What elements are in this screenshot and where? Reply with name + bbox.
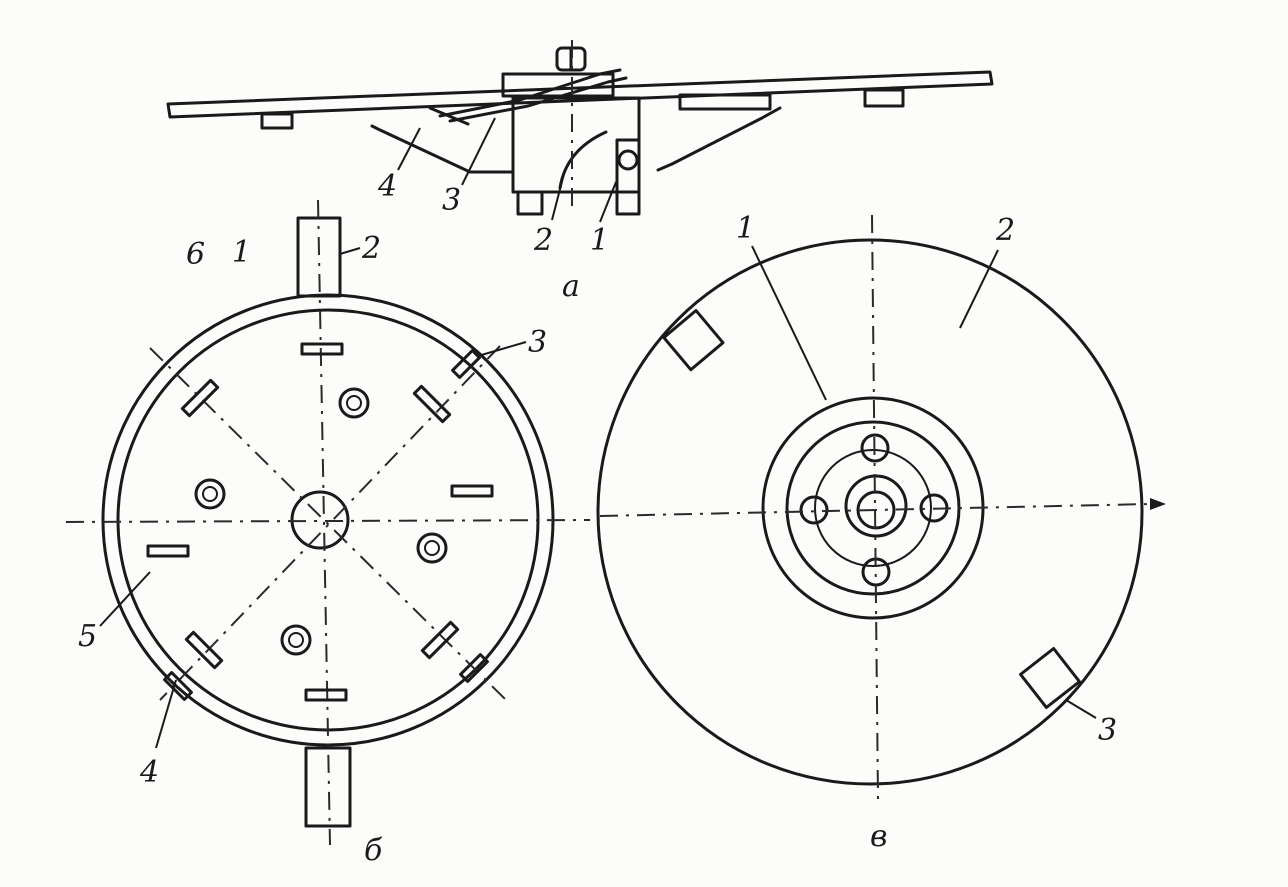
slot xyxy=(146,544,190,558)
flange-bolt xyxy=(799,495,829,525)
callout-a-3: 3 xyxy=(442,183,461,218)
slot xyxy=(450,484,494,498)
block-upper xyxy=(662,309,725,372)
left-blade xyxy=(370,124,514,174)
view-v-disc: 1 2 3 в xyxy=(596,211,1166,854)
callout-a-1: 1 xyxy=(590,223,609,258)
bolt xyxy=(416,532,448,564)
hub-foot-left xyxy=(516,190,544,216)
flange-bolt xyxy=(860,433,890,463)
left-clamp-bar xyxy=(260,112,294,130)
block-lower xyxy=(1019,647,1081,709)
slot xyxy=(412,384,452,424)
bolt-circle xyxy=(814,449,932,567)
set-screw xyxy=(617,149,639,171)
top-lug xyxy=(296,216,342,298)
center-hub xyxy=(290,490,350,550)
callout-b-5: 5 xyxy=(78,619,97,654)
bore xyxy=(844,474,908,538)
callout-b-6-top: 6 xyxy=(186,237,205,272)
right-blade xyxy=(656,106,782,172)
callout-b-4: 4 xyxy=(139,755,159,790)
slot xyxy=(304,688,348,702)
caption-a: а xyxy=(562,269,580,304)
view-a-side-section: 4 3 2 1 а xyxy=(166,40,994,304)
caption-v: в xyxy=(870,819,887,854)
bolt xyxy=(194,478,226,510)
caption-b: б xyxy=(364,833,383,868)
plate xyxy=(166,70,994,119)
callout-a-2: 2 xyxy=(533,223,553,258)
slot xyxy=(420,620,460,660)
hub-foot-right xyxy=(615,138,641,216)
rim-slot xyxy=(459,653,489,683)
slot xyxy=(180,378,220,418)
slot xyxy=(184,630,224,670)
rim-slot xyxy=(163,671,193,701)
view-b-face: 6 1 2 3 5 4 б xyxy=(65,199,591,868)
right-clamp-bar xyxy=(863,88,905,108)
bent-arm xyxy=(438,68,622,118)
right-inner-bar xyxy=(678,93,772,111)
callout-v-2: 2 xyxy=(995,213,1015,248)
bottom-lug xyxy=(304,746,352,828)
hub-body xyxy=(511,96,641,194)
callout-v-1: 1 xyxy=(736,211,755,246)
slot xyxy=(300,342,344,356)
callout-b-2: 2 xyxy=(361,231,381,266)
callout-b-1: 1 xyxy=(232,235,251,270)
disc-outline xyxy=(596,238,1144,786)
callout-v-3: 3 xyxy=(1098,713,1117,748)
bolt xyxy=(338,387,370,419)
bolt xyxy=(280,624,312,656)
callout-b-3: 3 xyxy=(528,325,547,360)
axis-arrow xyxy=(1150,498,1166,510)
rim-slot xyxy=(451,349,481,379)
callout-a-4: 4 xyxy=(377,169,397,204)
